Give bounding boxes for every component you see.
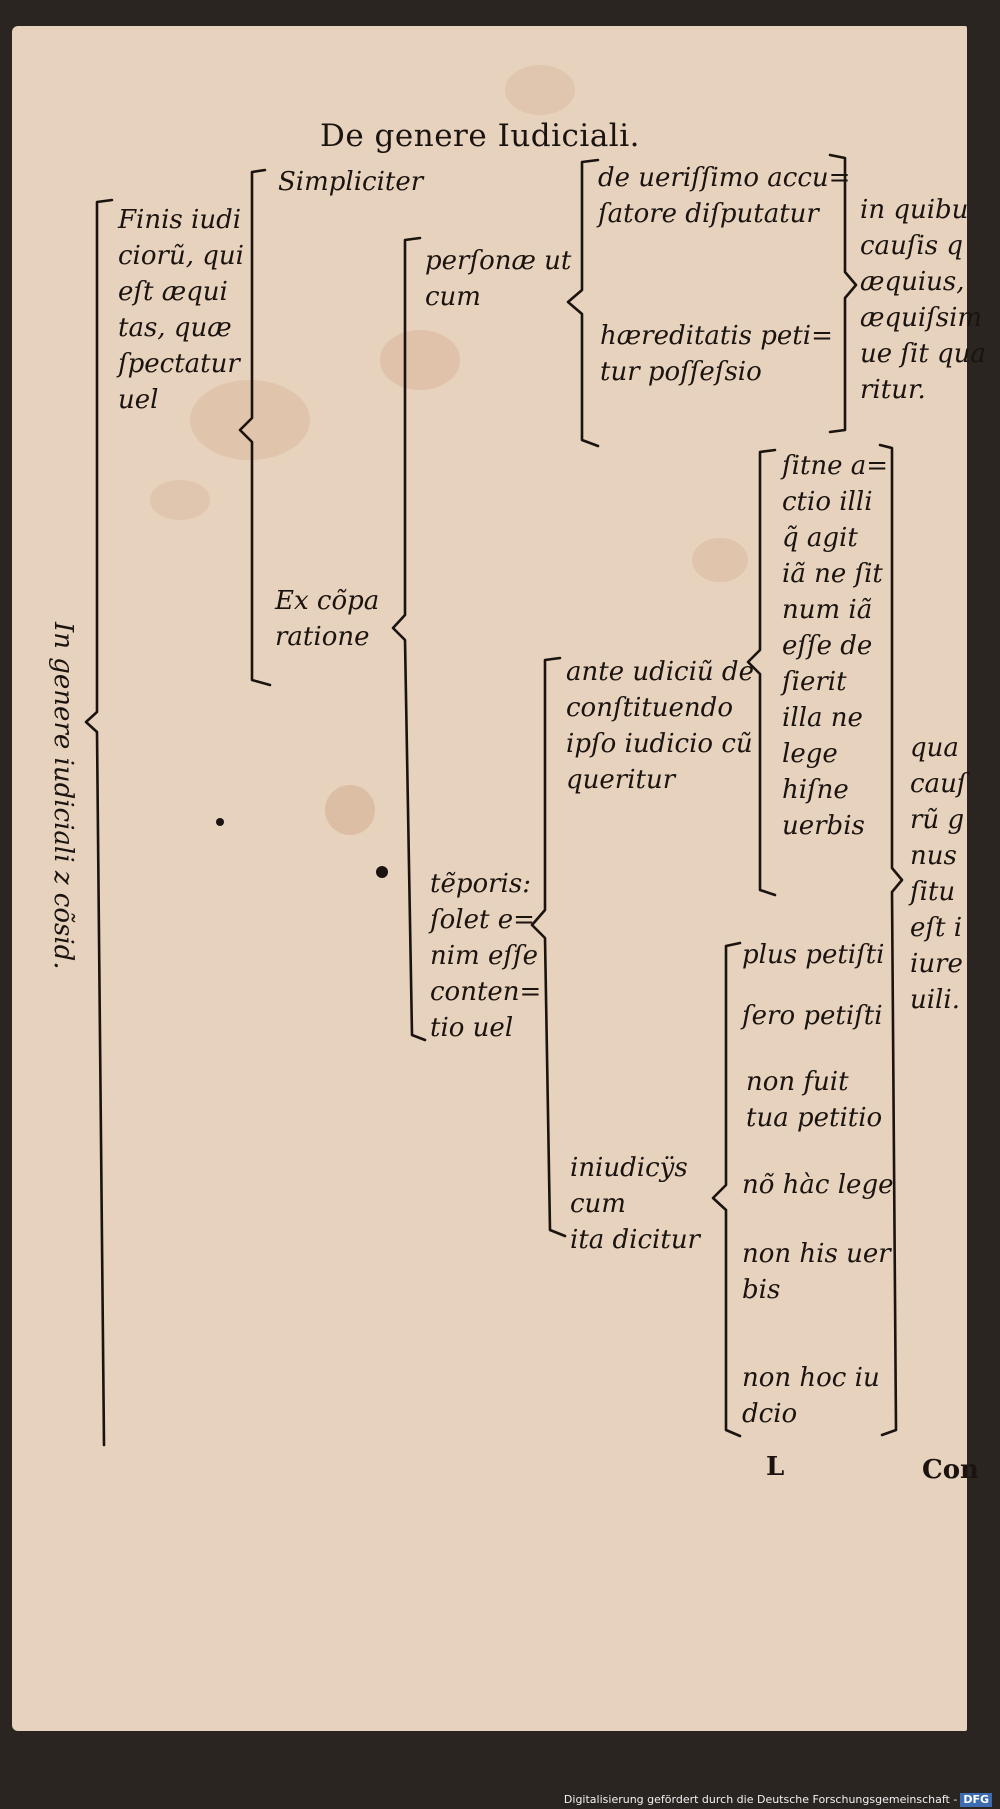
plus-petisti-term: plus petiſti — [742, 940, 885, 970]
qua-causarum-term: qua cauſ rũ g nus ſitu eſt i iure uili. — [910, 733, 967, 1015]
causae-bracket — [828, 153, 858, 434]
signature-mark: L — [766, 1452, 785, 1482]
sitne-bracket — [746, 448, 777, 897]
ex-comparatione-bracket — [391, 236, 427, 1042]
finis-bracket — [238, 168, 272, 687]
footer-credit: Digitalisierung gefördert durch die Deut… — [564, 1793, 992, 1807]
petitio-bracket — [711, 941, 742, 1438]
root-bracket — [84, 198, 114, 1447]
sero-petisti-term: ſero petiſti — [742, 1001, 883, 1031]
book-page — [12, 26, 967, 1731]
non-hoc-iudicio-term: non hoc iu dcio — [742, 1363, 880, 1429]
margin-label: In genere iudiciali z cõsid. — [48, 622, 78, 970]
personae-term: perſonæ ut cum — [425, 246, 572, 312]
qua-bracket — [878, 443, 904, 1437]
non-fuit-term: non fuit tua petitio — [746, 1067, 883, 1133]
temporis-term: tẽporis: ſolet e= nim eſſe conten= tio u… — [430, 869, 542, 1043]
page-header: De genere Iudiciali. — [320, 118, 640, 154]
haereditatis-term: hæreditatis peti= tur poſſeſsio — [600, 321, 833, 387]
ex-comparatione-term: Ex cõpa ratione — [275, 586, 380, 652]
in-iudiciis-term: iniudicÿs cum ita dicitur — [570, 1153, 700, 1255]
sitne-term: ſitne a= ctio illi q̃ agit iã ne ſit num… — [782, 451, 889, 841]
ante-iudicium-term: ante udiciũ de conſtituendo ipſo iudicio… — [566, 657, 754, 795]
dfg-logo: DFG — [960, 1793, 992, 1807]
non-his-uerbis-term: non his uer bis — [742, 1239, 891, 1305]
de-uerissimo-term: de ueriſſimo accu= ſatore diſputatur — [598, 163, 851, 229]
footer-text: Digitalisierung gefördert durch die Deut… — [563, 1793, 958, 1806]
catchword: Con — [922, 1455, 979, 1485]
personae-bracket — [566, 158, 600, 448]
non-hac-lege-term: nõ hàc lege — [742, 1170, 894, 1200]
temporis-bracket — [530, 656, 567, 1238]
in-quibus-term: in quibu cauſis q æquius, æquiſsim ue ſi… — [860, 195, 986, 405]
simpliciter-term: Simpliciter — [278, 167, 424, 197]
root-term: Finis iudi ciorũ, qui eſt æqui tas, quæ … — [118, 205, 244, 415]
